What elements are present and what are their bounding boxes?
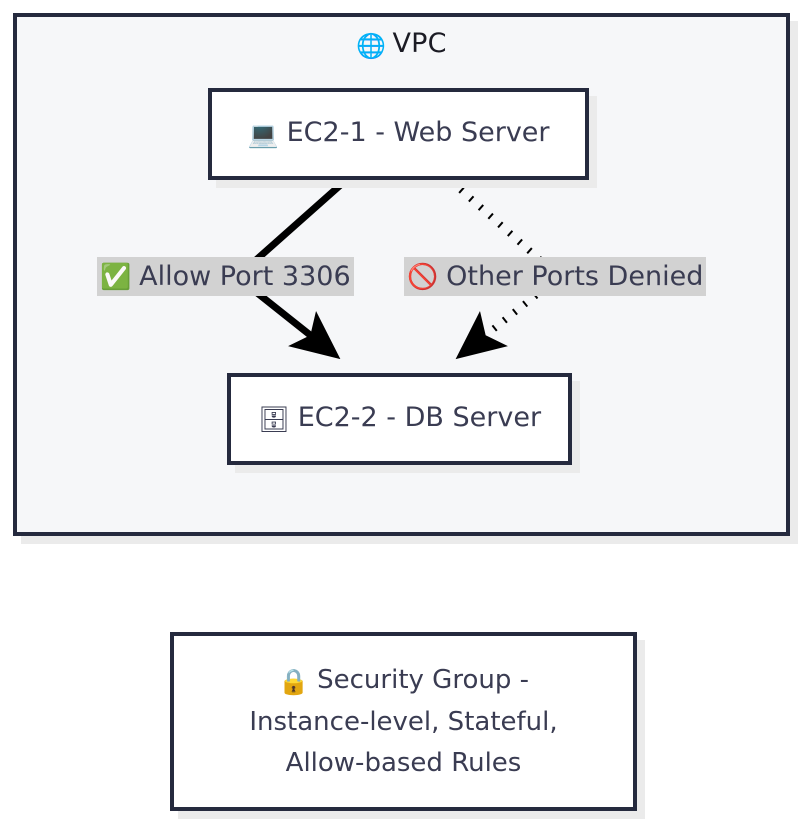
node-web-content: 💻EC2-1 - Web Server [247, 114, 549, 154]
node-security-group-note[interactable]: 🔒Security Group - Instance-level, Statef… [170, 632, 637, 811]
file-cabinet-icon: 🗄 [257, 405, 290, 434]
vpc-subgraph-title: 🌐VPC [17, 27, 786, 63]
check-mark-button-icon: ✅ [100, 261, 132, 291]
node-web-label: EC2-1 - Web Server [286, 117, 550, 148]
legend-line-1-text: Security Group - [317, 664, 529, 695]
prohibited-icon: 🚫 [407, 261, 439, 291]
edge-label-deny-text: Other Ports Denied [446, 260, 704, 292]
laptop-icon: 💻 [247, 120, 279, 149]
lock-icon: 🔒 [278, 666, 310, 696]
edge-label-allow-port-3306: ✅Allow Port 3306 [97, 257, 354, 296]
legend-content: 🔒Security Group - Instance-level, Statef… [249, 660, 557, 784]
node-ec2-1-web-server[interactable]: 💻EC2-1 - Web Server [208, 88, 589, 180]
node-db-label: EC2-2 - DB Server [297, 402, 542, 433]
legend-line-3: Allow-based Rules [285, 747, 522, 778]
edge-label-other-ports-denied: 🚫Other Ports Denied [404, 257, 707, 296]
legend-line-2: Instance-level, Stateful, [249, 706, 558, 737]
node-db-content: 🗄EC2-2 - DB Server [258, 399, 541, 439]
globe-with-meridians-icon: 🌐 [356, 32, 387, 60]
edge-label-allow-text: Allow Port 3306 [139, 260, 351, 292]
vpc-title-label: VPC [392, 28, 447, 59]
node-ec2-2-db-server[interactable]: 🗄EC2-2 - DB Server [227, 373, 572, 465]
legend-line-1: 🔒Security Group - [249, 660, 557, 702]
